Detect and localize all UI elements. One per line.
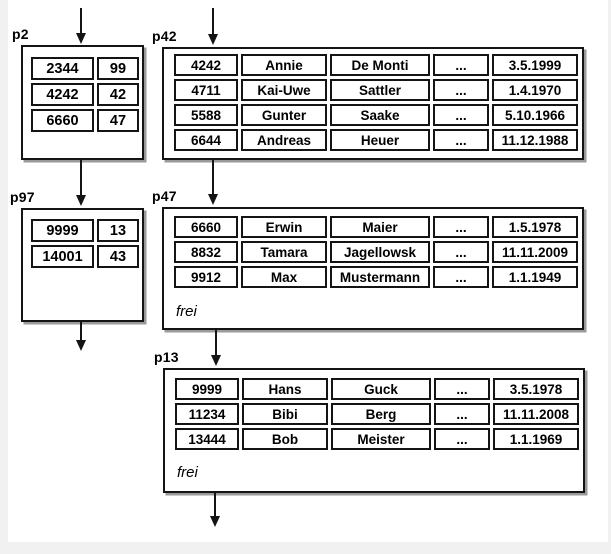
table-cell: 3.5.1999 [492, 54, 578, 76]
table-cell: 9999 [31, 219, 94, 242]
table-cell: ... [434, 378, 490, 400]
page-label-p2: p2 [12, 26, 29, 42]
free-space-label-p13: frei [177, 464, 198, 481]
page-label-p97: p97 [10, 189, 35, 205]
arrow-p42-to-p47-icon [207, 160, 218, 205]
table-cell: Sattler [330, 79, 430, 101]
table-cell: 6660 [31, 109, 94, 132]
table-cell: ... [433, 54, 489, 76]
page-label-p42: p42 [152, 28, 177, 44]
table-cell: 1.4.1970 [492, 79, 578, 101]
table-cell: 13444 [175, 428, 239, 450]
table-cell: 3.5.1978 [493, 378, 579, 400]
table-cell: ... [433, 129, 489, 151]
table-cell: Maier [330, 216, 430, 238]
table-cell: 1.1.1949 [492, 266, 578, 288]
table-cell: 11.11.2009 [492, 241, 578, 263]
table-cell: ... [433, 216, 489, 238]
table-cell: 11.12.1988 [492, 129, 578, 151]
table-cell: 4242 [31, 83, 94, 106]
table-cell: Hans [242, 378, 328, 400]
table-cell: 1.5.1978 [492, 216, 578, 238]
table-cell: Gunter [241, 104, 327, 126]
table-cell: Jagellowsk [330, 241, 430, 263]
arrow-p97-down-icon [75, 322, 86, 351]
table-cell: 14001 [31, 245, 94, 268]
table-cell: Bibi [242, 403, 328, 425]
table-cell: 5.10.1966 [492, 104, 578, 126]
table-cell: De Monti [330, 54, 430, 76]
arrow-into-p42-icon [207, 8, 218, 45]
table-cell: ... [434, 428, 490, 450]
arrow-p47-to-p13-icon [210, 330, 221, 366]
page-label-p13: p13 [154, 349, 179, 365]
table-cell: 42 [97, 83, 139, 106]
table-cell: ... [433, 104, 489, 126]
arrow-into-p2-icon [75, 8, 86, 44]
table-cell: Max [241, 266, 327, 288]
table-cell: 1.1.1969 [493, 428, 579, 450]
table-cell: Berg [331, 403, 431, 425]
table-cell: Andreas [241, 129, 327, 151]
table-cell: Heuer [330, 129, 430, 151]
table-cell: 6644 [174, 129, 238, 151]
table-cell: 4242 [174, 54, 238, 76]
table-cell: 99 [97, 57, 139, 80]
table-cell: 9999 [175, 378, 239, 400]
table-cell: ... [433, 79, 489, 101]
arrow-p13-down-icon [209, 493, 220, 527]
table-cell: 13 [97, 219, 139, 242]
table-cell: 2344 [31, 57, 94, 80]
table-cell: 11.11.2008 [493, 403, 579, 425]
table-cell: 6660 [174, 216, 238, 238]
table-cell: Mustermann [330, 266, 430, 288]
table-cell: Bob [242, 428, 328, 450]
arrow-p2-to-p97-icon [75, 160, 86, 206]
table-cell: 11234 [175, 403, 239, 425]
table-cell: Annie [241, 54, 327, 76]
table-cell: Tamara [241, 241, 327, 263]
table-cell: ... [434, 403, 490, 425]
free-space-label-p47: frei [176, 303, 197, 320]
table-cell: ... [433, 241, 489, 263]
page-label-p47: p47 [152, 188, 177, 204]
table-cell: 9912 [174, 266, 238, 288]
table-cell: ... [433, 266, 489, 288]
table-cell: Meister [331, 428, 431, 450]
table-cell: Guck [331, 378, 431, 400]
table-cell: 5588 [174, 104, 238, 126]
table-cell: Kai-Uwe [241, 79, 327, 101]
table-cell: 4711 [174, 79, 238, 101]
table-cell: 8832 [174, 241, 238, 263]
table-cell: 43 [97, 245, 139, 268]
table-cell: Saake [330, 104, 430, 126]
table-cell: 47 [97, 109, 139, 132]
table-cell: Erwin [241, 216, 327, 238]
